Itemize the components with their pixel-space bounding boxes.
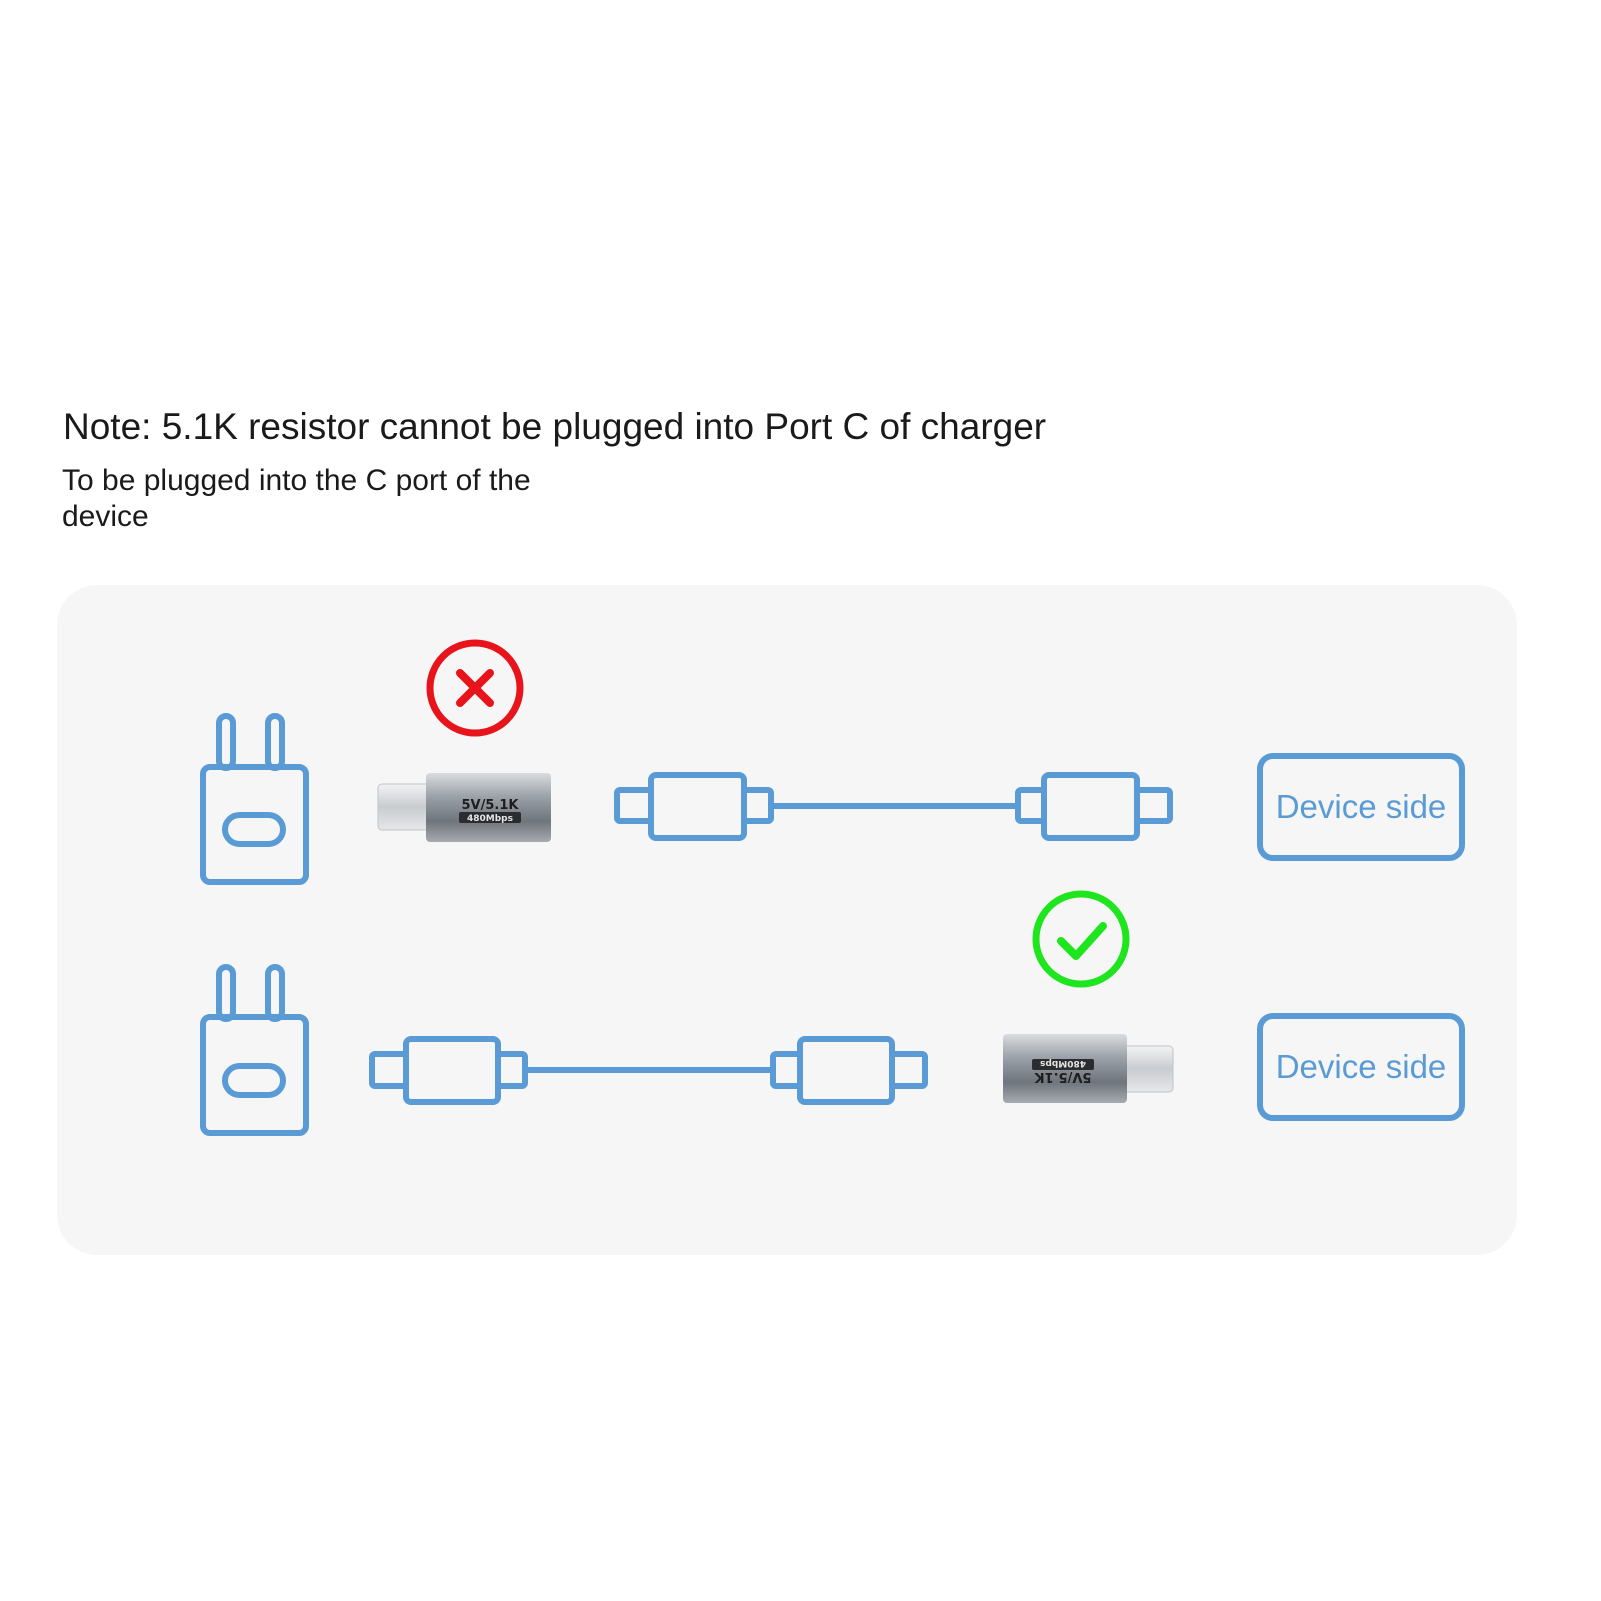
cable-icon [369, 1036, 928, 1105]
device-side-box: Device side [1257, 753, 1465, 861]
charger-icon [200, 964, 309, 1136]
device-side-label: Device side [1275, 788, 1447, 825]
note-subtitle: To be plugged into the C port of the dev… [62, 464, 531, 533]
adapter-icon: 5V/5.1K 480Mbps [377, 773, 551, 842]
cable-icon [614, 772, 1173, 841]
device-side-box: Device side [1257, 1013, 1465, 1121]
device-side-label: Device side [1275, 1048, 1447, 1085]
status-x-icon [426, 639, 524, 737]
adapter-label-line1: 5V/5.1K [1034, 1069, 1092, 1084]
status-check-icon [1032, 890, 1130, 988]
adapter-label-line1: 5V/5.1K [462, 798, 520, 813]
note-title: Note: 5.1K resistor cannot be plugged in… [63, 406, 1047, 447]
adapter-label-line2: 480Mbps [1040, 1058, 1086, 1068]
diagram-panel [57, 585, 1517, 1255]
charger-icon [200, 713, 309, 885]
adapter-label-line2: 480Mbps [467, 814, 513, 824]
adapter-icon-flipped: 5V/5.1K 480Mbps [1003, 1034, 1174, 1103]
